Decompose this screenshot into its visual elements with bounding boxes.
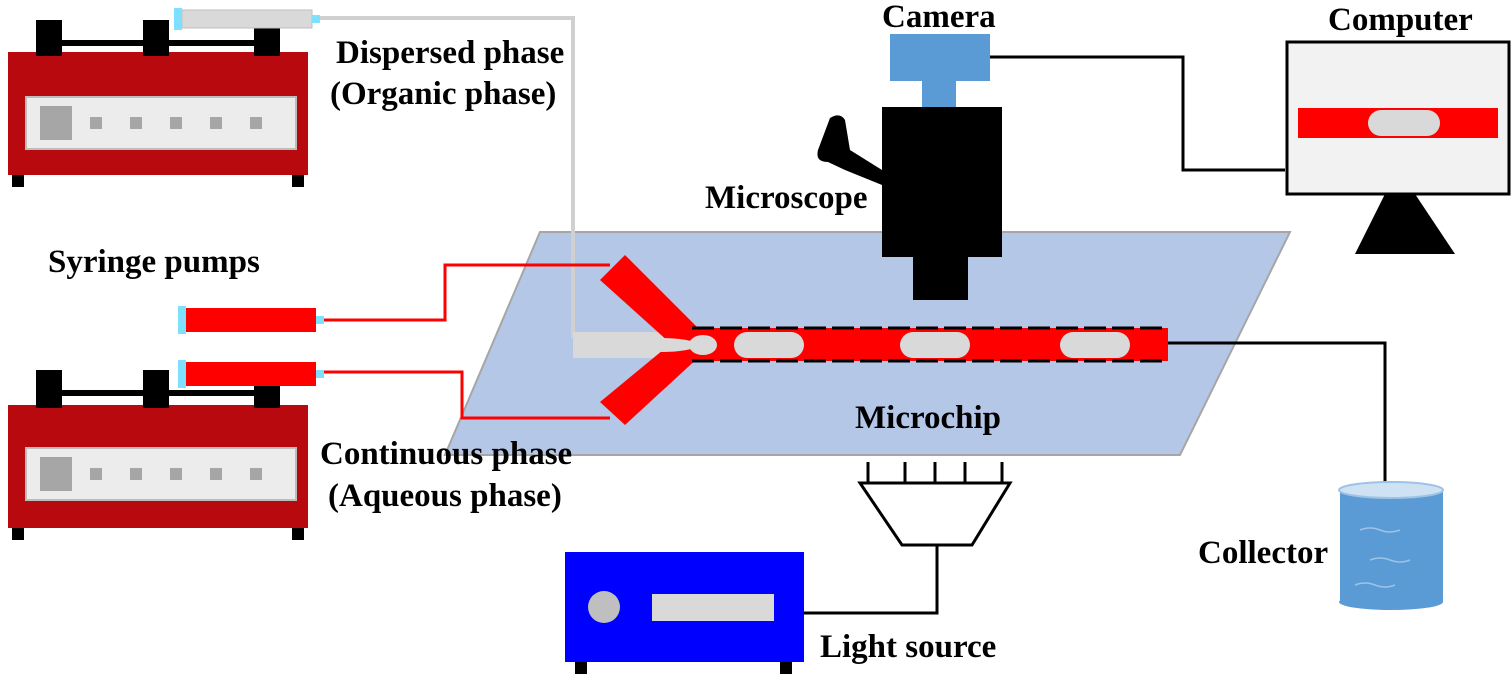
microscope-label: Microscope <box>705 180 868 216</box>
syringe-pumps-label: Syringe pumps <box>48 244 260 280</box>
microchip-label: Microchip <box>855 400 1001 436</box>
continuous-phase-tube-upper <box>320 263 610 322</box>
computer-monitor-icon <box>1285 40 1511 254</box>
light-source-box-icon <box>565 552 804 674</box>
camera-label: Camera <box>882 0 996 35</box>
light-source-cable <box>804 545 939 615</box>
syringe-icon <box>174 8 320 30</box>
organic-phase-label: (Organic phase) <box>330 76 556 112</box>
droplet <box>900 332 970 358</box>
chip-inlet-arm-upper <box>600 255 700 352</box>
computer-label: Computer <box>1328 2 1473 38</box>
chip-inlet-arm-lower <box>600 336 700 425</box>
dispersed-phase-label: Dispersed phase <box>336 35 564 71</box>
collector-label: Collector <box>1198 535 1328 571</box>
light-source-label: Light source <box>820 629 996 665</box>
syringe-icon <box>178 360 324 388</box>
microscope-icon <box>817 107 1002 300</box>
syringe-icon <box>178 306 324 334</box>
droplet <box>734 332 804 358</box>
beaker-icon <box>1338 481 1444 610</box>
forming-droplet <box>689 335 717 355</box>
dispersed-phase-tube <box>312 16 575 338</box>
camera-icon <box>890 34 990 107</box>
lamp-icon <box>857 462 1013 547</box>
syringe-pump-icon <box>8 370 308 540</box>
continuous-phase-label: Continuous phase <box>320 436 572 472</box>
outlet-tube <box>1168 341 1387 495</box>
aqueous-phase-label: (Aqueous phase) <box>328 478 562 514</box>
syringe-pump-icon <box>8 20 308 187</box>
continuous-phase-tube-lower <box>320 370 610 420</box>
camera-cable <box>990 55 1285 172</box>
droplet <box>1060 332 1130 358</box>
